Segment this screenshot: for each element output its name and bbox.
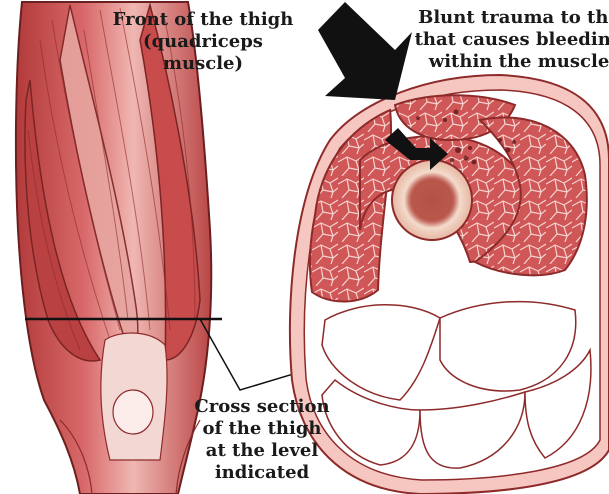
vastus-lateralis-muscle — [139, 2, 201, 361]
bleeding-area — [416, 109, 516, 165]
front-label-line-3: muscle) — [162, 53, 244, 74]
kneecap — [112, 389, 154, 435]
trauma-label-line-1: Blunt trauma to the — [418, 7, 609, 28]
vastus-lateralis-section — [308, 108, 393, 303]
cross-label-line-1: Cross section — [194, 396, 330, 417]
front-label-line-2: (quadriceps — [143, 31, 263, 52]
trauma-label-line-3: within the muscle — [428, 51, 609, 72]
muscle-fibers — [27, 7, 196, 351]
vastus-medialis-section — [473, 116, 588, 277]
front-label-line-1: Front of the thigh — [112, 9, 294, 30]
vastus-medialis-muscle — [24, 79, 102, 362]
cross-label-line-2: of the thigh — [202, 418, 322, 439]
cross-section-label: Cross section of the thigh at the level … — [182, 396, 342, 484]
large-black-arrow-icon — [318, 2, 412, 100]
cross-section-drawing — [288, 73, 609, 494]
small-black-bent-arrow-icon — [385, 128, 448, 170]
cross-label-line-4: indicated — [214, 462, 310, 483]
posterior-muscles — [321, 300, 592, 469]
bone-marrow — [411, 179, 453, 221]
front-of-thigh-label: Front of the thigh (quadriceps muscle) — [103, 9, 303, 75]
front-thigh-drawing — [14, 1, 213, 494]
trauma-label-line-2: that causes bleeding — [414, 29, 609, 50]
cross-label-line-3: at the level — [205, 440, 319, 461]
blunt-trauma-label: Blunt trauma to the that causes bleeding… — [404, 7, 609, 73]
